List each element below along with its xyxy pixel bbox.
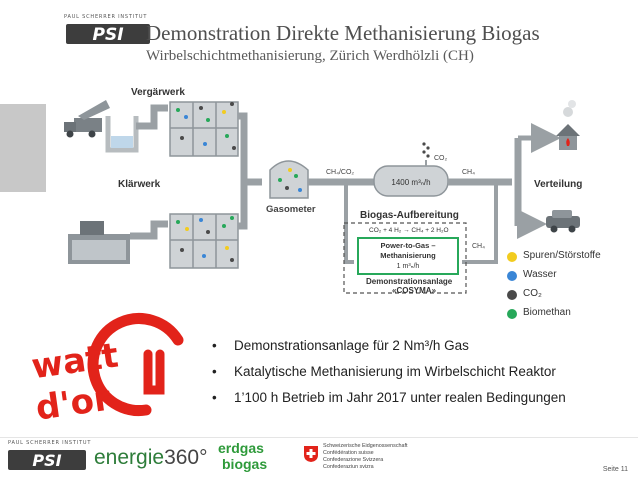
swiss-line: Confederaziun svizra <box>323 464 374 470</box>
pipe-vergaer <box>136 104 168 130</box>
label-stream-in: CH₄/CO₂ <box>326 169 354 176</box>
demo-line1: Demonstrationsanlage <box>366 277 453 286</box>
ptg-line3: 1 m³ₙ/h <box>397 263 420 270</box>
aufbereitung-unit: 1400 m³ₙ/h <box>373 165 449 197</box>
footer-psi-mark: PSI <box>8 450 86 470</box>
legend-dot-biomethan <box>507 309 517 319</box>
ptg-line1: Power-to-Gas – <box>380 241 435 250</box>
label-vergaerwerk: Vergärwerk <box>131 87 185 98</box>
truck-icon <box>64 100 110 138</box>
energie360-logo: energie360° <box>94 446 208 470</box>
feed-hopper <box>105 116 139 153</box>
page-number: Seite 11 <box>602 466 628 473</box>
demo-plant-border <box>343 222 467 294</box>
label-reaction: CO₂ + 4 H₂ → CH₄ + 2 H₂O <box>369 227 449 234</box>
bullet-dot-icon: • <box>212 338 217 353</box>
label-klaerwerk: Klärwerk <box>118 179 161 190</box>
erdgas-biogas-logo: erdgas biogas <box>218 440 282 476</box>
hopper-liquid <box>111 136 133 148</box>
dor-text: d'or <box>33 379 113 429</box>
bullet-item: • Demonstrationsanlage für 2 Nm³/h Gas <box>212 333 636 359</box>
bullet-text: Demonstrationsanlage für 2 Nm³/h Gas <box>234 338 469 353</box>
psi-logo-mark: PSI <box>66 24 150 45</box>
digester-vergaerwerk <box>169 101 239 157</box>
pipe-from-ptg <box>462 182 498 264</box>
label-verteilung: Verteilung <box>534 179 582 190</box>
digester-klaerwerk <box>169 213 239 269</box>
page-subtitle: Wirbelschichtmethanisierung, Zürich Werd… <box>146 48 474 64</box>
legend-dot-co2 <box>507 290 517 300</box>
erdgas-text: erdgas <box>218 440 264 456</box>
footer-psi-text: PSI <box>32 451 61 470</box>
bullet-text: Katalytische Methanisierung im Wirbelsch… <box>234 364 556 379</box>
co2-vent <box>422 142 430 166</box>
pipe-to-ptg <box>344 182 354 264</box>
label-ch4-out: CH₄ <box>462 169 475 176</box>
swiss-line: Confédération suisse <box>323 450 374 456</box>
label-gasometer: Gasometer <box>266 204 316 215</box>
label-biogas-aufbereitung: Biogas-Aufbereitung <box>360 210 459 221</box>
bullet-dot-icon: • <box>212 364 217 379</box>
legend-dot-spuren <box>507 252 517 262</box>
pipe-vergaer-out <box>238 112 254 186</box>
ptg-box: Power-to-Gas – Methanisierung 1 m³ₙ/h <box>357 237 459 275</box>
bullet-text: 1’100 h Betrieb im Jahr 2017 unter reale… <box>234 390 566 405</box>
bullet-item: • Katalytische Methanisierung im Wirbelsc… <box>212 359 636 385</box>
psi-logo: PAUL SCHERRER INSTITUT PSI <box>62 14 154 46</box>
pipe-klaer <box>130 220 168 240</box>
ptg-line2: Methanisierung <box>380 251 436 260</box>
legend-label-co2: CO₂ <box>523 288 542 299</box>
swiss-coat-of-arms-icon <box>304 446 318 462</box>
side-accent-bar <box>0 104 46 192</box>
house-icon <box>556 100 580 150</box>
energie-text: energie <box>94 446 165 469</box>
page-title: Demonstration Direkte Methanisierung Bio… <box>146 21 540 45</box>
pipe-klaer-out <box>238 182 248 230</box>
psi-logo-text: PSI <box>92 25 123 45</box>
label-ch4-ptg: CH₄ <box>472 243 485 250</box>
label-capacity: 1400 m³ₙ/h <box>391 178 430 187</box>
swiss-line: Confederazione Svizzera <box>323 457 384 463</box>
legend-label-wasser: Wasser <box>523 269 557 280</box>
footer-psi-logo: PAUL SCHERRER INSTITUT PSI <box>6 440 92 474</box>
footer-divider <box>0 437 638 438</box>
legend-label-spuren: Spuren/Störstoffe <box>523 250 601 261</box>
swiss-line: Schweizerische Eidgenossenschaft <box>323 443 408 449</box>
legend-dot-wasser <box>507 271 517 281</box>
bullet-dot-icon: • <box>212 390 217 405</box>
label-co2: CO₂ <box>434 155 448 162</box>
energie-number: 360° <box>164 446 208 469</box>
bullet-item: • 1’100 h Betrieb im Jahr 2017 unter real… <box>212 385 636 411</box>
bulb-icon <box>87 313 184 416</box>
process-diagram: Vergärwerk Klärwerk <box>64 87 582 295</box>
footer-psi-caption: PAUL SCHERRER INSTITUT <box>8 440 92 446</box>
clarifier-icon <box>68 221 130 264</box>
gasometer-tank <box>269 160 309 199</box>
legend-label-biomethan: Biomethan <box>523 307 571 318</box>
car-icon <box>546 210 580 233</box>
demo-line2: «COSYMA» <box>392 286 437 295</box>
biogas-text: biogas <box>222 456 268 472</box>
watt-dor-logo: watt d'or <box>29 313 184 429</box>
psi-logo-caption: PAUL SCHERRER INSTITUT <box>64 14 148 20</box>
bullet-list: • Demonstrationsanlage für 2 Nm³/h Gas • K… <box>212 333 636 411</box>
